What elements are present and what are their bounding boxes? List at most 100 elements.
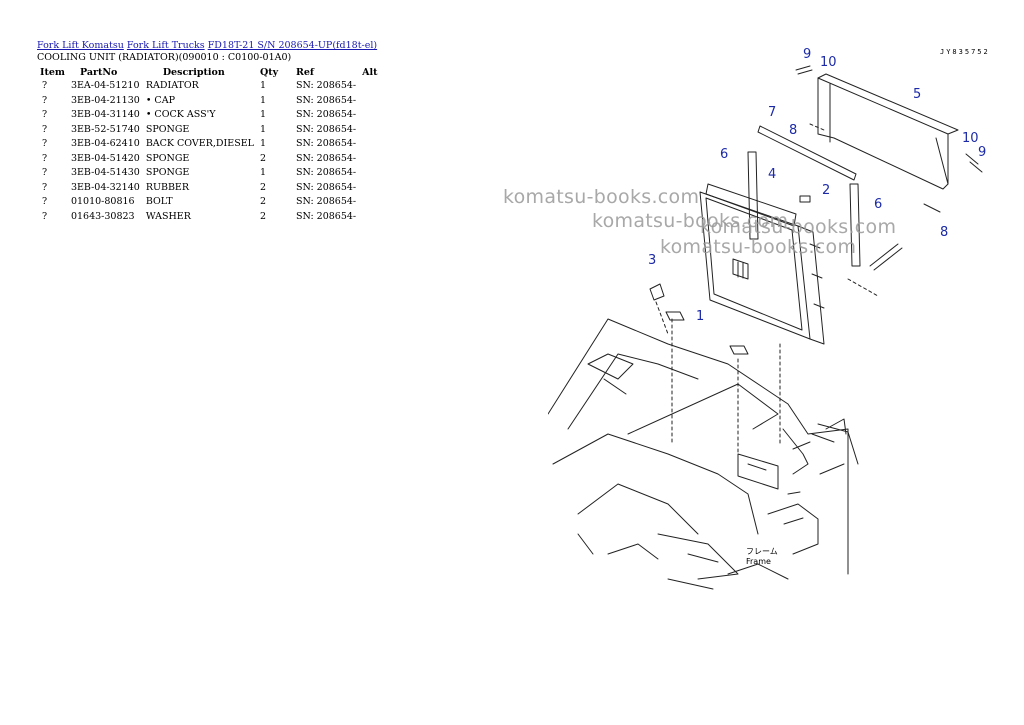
frame-label-jp: フレーム: [746, 547, 778, 556]
breadcrumb-link-category[interactable]: Fork Lift Trucks: [126, 40, 205, 51]
cell-partno: 3EB-04-51420: [70, 152, 140, 164]
callout-3: 3: [648, 253, 656, 268]
cell-ref: SN: 208654-: [295, 123, 357, 135]
cell-alt: [359, 109, 385, 124]
cell-alt: [359, 211, 385, 226]
callout-9-right: 9: [978, 145, 986, 160]
callout-5: 5: [913, 87, 921, 102]
cell-qty: 2: [259, 152, 267, 164]
table-row: ? 3EB-04-21130 • CAP 1 SN: 208654-: [37, 95, 385, 110]
callout-6-right: 6: [874, 197, 882, 212]
breadcrumb-link-model[interactable]: FD18T-21 S/N 208654-UP(fd18t-el): [207, 40, 378, 51]
header-alt: Alt: [362, 67, 378, 78]
cell-description: SPONGE: [145, 167, 190, 178]
cell-partno: 3EB-52-51740: [70, 123, 140, 135]
callout-9-top: 9: [803, 47, 811, 62]
cell-qty: 1: [259, 167, 267, 178]
cell-alt: [359, 138, 385, 153]
cell-alt: [359, 153, 385, 168]
cell-item: ?: [42, 138, 48, 149]
cell-item: ?: [42, 181, 48, 193]
breadcrumb-link-brand[interactable]: Fork Lift Komatsu: [37, 40, 124, 51]
cell-description: SPONGE: [145, 123, 190, 135]
diagram-linework: [548, 65, 983, 590]
callout-10-right: 10: [962, 131, 979, 146]
cell-alt: [359, 95, 385, 110]
cell-partno: 3EB-04-62410: [70, 138, 140, 149]
callout-2: 2: [822, 183, 830, 198]
cell-qty: 2: [259, 210, 267, 222]
table-header-row: Item PartNo Description Qty Ref Alt: [37, 66, 385, 80]
watermark-text: komatsu-books.com: [700, 216, 897, 238]
cell-item: ?: [42, 109, 48, 120]
cell-ref: SN: 208654-: [295, 80, 357, 91]
cell-partno: 3EA-04-51210: [70, 80, 140, 91]
cell-alt: [359, 167, 385, 182]
table-row: ? 3EB-04-51420 SPONGE 2 SN: 208654-: [37, 153, 385, 168]
callout-10-top: 10: [820, 55, 837, 70]
cell-alt: [359, 80, 385, 95]
cell-qty: 1: [259, 138, 267, 149]
cell-description: RUBBER: [145, 181, 190, 193]
table-row: ? 01010-80816 BOLT 2 SN: 208654-: [37, 196, 385, 211]
cell-ref: SN: 208654-: [295, 196, 357, 207]
callout-7: 7: [768, 105, 776, 120]
parts-list-panel: Fork Lift Komatsu Fork Lift Trucks FD18T…: [37, 39, 497, 225]
cell-description: BOLT: [145, 196, 173, 207]
watermark-text: komatsu-books.com: [592, 210, 789, 232]
cell-description: RADIATOR: [145, 80, 199, 91]
cell-ref: SN: 208654-: [295, 210, 357, 222]
cell-description: • CAP: [145, 94, 175, 106]
header-qty: Qty: [259, 67, 279, 78]
parts-table: Item PartNo Description Qty Ref Alt ? 3EA…: [37, 66, 385, 225]
diagram-code: JY835752: [940, 48, 990, 56]
cell-description: SPONGE: [145, 152, 190, 164]
callout-8-bottom: 8: [940, 225, 948, 240]
watermark-text: komatsu-books.com: [660, 236, 857, 258]
cell-description: WASHER: [145, 210, 191, 222]
frame-label-en: Frame: [746, 557, 771, 566]
table-row: ? 3EB-52-51740 SPONGE 1 SN: 208654-: [37, 124, 385, 139]
cell-alt: [359, 182, 385, 197]
cell-partno: 01643-30823: [70, 210, 135, 222]
cell-partno: 3EB-04-51430: [70, 167, 140, 178]
cell-item: ?: [42, 94, 48, 106]
cell-description: • COCK ASS'Y: [145, 109, 216, 120]
cell-qty: 1: [259, 94, 267, 106]
cell-ref: SN: 208654-: [295, 181, 357, 193]
cell-partno: 3EB-04-21130: [70, 94, 140, 106]
header-description: Description: [162, 67, 225, 78]
table-row: ? 3EB-04-32140 RUBBER 2 SN: 208654-: [37, 182, 385, 197]
cell-ref: SN: 208654-: [295, 138, 357, 149]
cell-item: ?: [42, 196, 48, 207]
cell-partno: 3EB-04-31140: [70, 109, 140, 120]
cell-partno: 01010-80816: [70, 196, 135, 207]
callout-8-top: 8: [789, 123, 797, 138]
cell-item: ?: [42, 210, 48, 222]
watermark-text: komatsu-books.com: [503, 186, 700, 208]
table-row: ? 3EB-04-62410 BACK COVER,DIESEL 1 SN: 20865…: [37, 138, 385, 153]
cell-partno: 3EB-04-32140: [70, 181, 140, 193]
cell-item: ?: [42, 167, 48, 178]
cell-item: ?: [42, 152, 48, 164]
cell-qty: 1: [259, 123, 267, 135]
cell-qty: 2: [259, 181, 267, 193]
cell-ref: SN: 208654-: [295, 152, 357, 164]
cell-description: BACK COVER,DIESEL: [145, 138, 254, 149]
callout-6-left: 6: [720, 147, 728, 162]
header-item: Item: [40, 67, 65, 78]
cell-alt: [359, 124, 385, 139]
cell-qty: 1: [259, 109, 267, 120]
table-row: ? 01643-30823 WASHER 2 SN: 208654-: [37, 211, 385, 226]
cell-qty: 2: [259, 196, 267, 207]
cell-alt: [359, 196, 385, 211]
cell-ref: SN: 208654-: [295, 94, 357, 106]
cell-item: ?: [42, 80, 48, 91]
header-ref: Ref: [295, 67, 314, 78]
breadcrumb: Fork Lift Komatsu Fork Lift Trucks FD18T…: [37, 39, 497, 52]
cell-item: ?: [42, 123, 48, 135]
